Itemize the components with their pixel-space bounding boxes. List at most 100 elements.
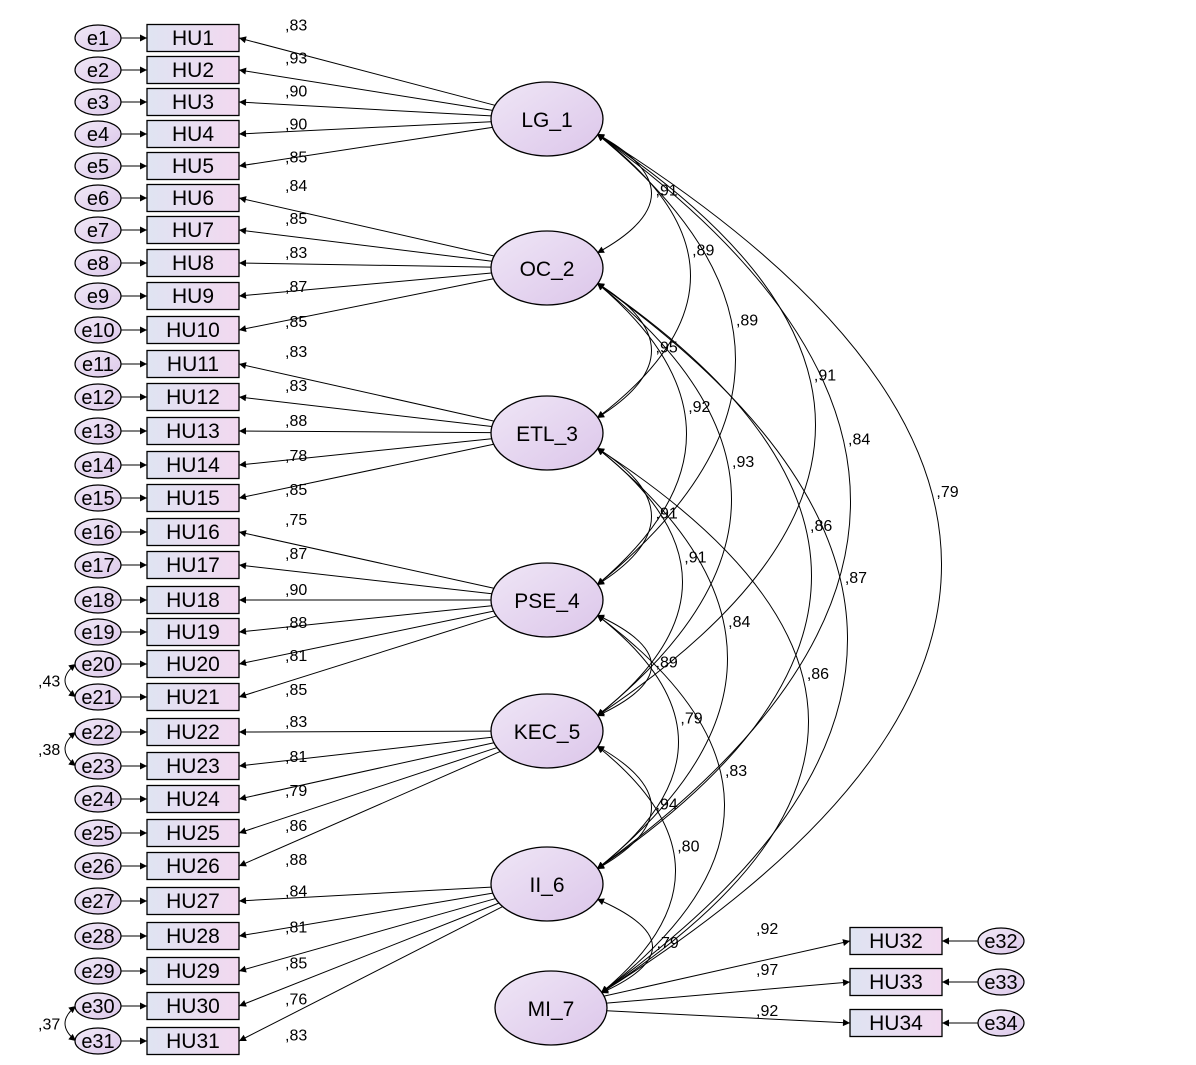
indicator-label: HU12 bbox=[166, 386, 220, 409]
indicator-label: HU33 bbox=[869, 971, 923, 994]
error-label: e33 bbox=[984, 972, 1017, 994]
loading-label: ,85 bbox=[285, 482, 307, 499]
error-label: e20 bbox=[81, 654, 114, 676]
indicator-label: HU30 bbox=[166, 995, 220, 1018]
loading-label: ,76 bbox=[285, 992, 307, 1009]
correlation-label: ,92 bbox=[688, 399, 710, 416]
loading-label: ,85 bbox=[285, 314, 307, 331]
indicator-label: HU26 bbox=[166, 855, 220, 878]
correlation-arc bbox=[596, 447, 683, 717]
indicator-label: HU16 bbox=[166, 521, 220, 544]
error-ellipse bbox=[74, 152, 122, 180]
loading-arrow bbox=[238, 750, 501, 867]
error-label: e8 bbox=[87, 253, 109, 275]
loading-arrow bbox=[238, 728, 492, 736]
correlation-label: ,91 bbox=[814, 367, 836, 384]
error-ellipse bbox=[977, 1009, 1025, 1037]
error-label: e22 bbox=[81, 722, 114, 744]
indicator-box bbox=[146, 281, 240, 311]
loading-label: ,83 bbox=[285, 714, 307, 731]
loading-arrow bbox=[238, 886, 492, 905]
indicator-box bbox=[146, 886, 240, 916]
loading-label: ,97 bbox=[756, 962, 778, 979]
indicator-box bbox=[146, 1026, 240, 1056]
error-ellipse bbox=[74, 1027, 122, 1055]
loading-label: ,85 bbox=[285, 149, 307, 166]
correlation-arc bbox=[596, 745, 652, 870]
error-covariance-arc bbox=[64, 663, 77, 698]
loading-label: ,88 bbox=[285, 413, 307, 430]
loading-arrow bbox=[238, 443, 494, 500]
indicator-box bbox=[146, 349, 240, 379]
indicator-box bbox=[146, 818, 240, 848]
indicator-label: HU13 bbox=[166, 420, 220, 443]
correlation-arc bbox=[596, 447, 728, 870]
error-label: e34 bbox=[984, 1013, 1017, 1035]
indicator-box bbox=[146, 23, 240, 53]
indicator-label: HU21 bbox=[166, 686, 220, 709]
error-ellipse bbox=[74, 56, 122, 84]
factor-label: II_6 bbox=[529, 874, 564, 897]
error-ellipse bbox=[74, 350, 122, 378]
correlation-label: ,89 bbox=[656, 655, 678, 672]
error-ellipse bbox=[74, 484, 122, 512]
correlation-arc bbox=[596, 133, 736, 586]
indicator-label: HU3 bbox=[172, 91, 214, 114]
loading-label: ,92 bbox=[756, 921, 778, 938]
indicator-box bbox=[146, 151, 240, 181]
loading-arrow bbox=[238, 227, 493, 262]
error-ellipse bbox=[74, 819, 122, 847]
error-ellipse bbox=[74, 518, 122, 546]
correlation-arc bbox=[596, 133, 942, 994]
indicator-box bbox=[146, 682, 240, 712]
correlation-arc bbox=[596, 133, 816, 717]
indicator-box bbox=[146, 55, 240, 85]
loading-arrow bbox=[238, 98, 492, 117]
indicator-label: HU10 bbox=[166, 319, 220, 342]
factor-label: KEC_5 bbox=[514, 721, 581, 744]
correlation-arc bbox=[596, 614, 652, 717]
indicator-label: HU4 bbox=[172, 123, 214, 146]
correlation-label: ,87 bbox=[845, 570, 867, 587]
error-label: e27 bbox=[81, 891, 114, 913]
indicator-box bbox=[146, 617, 240, 647]
indicator-label: HU23 bbox=[166, 755, 220, 778]
error-ellipse bbox=[74, 752, 122, 780]
factor-ellipse bbox=[494, 970, 608, 1046]
factor-ellipse bbox=[490, 562, 604, 638]
indicator-box bbox=[146, 450, 240, 480]
correlation-label: ,91 bbox=[656, 183, 678, 200]
loading-label: ,85 bbox=[285, 956, 307, 973]
indicator-label: HU24 bbox=[166, 788, 220, 811]
indicator-label: HU20 bbox=[166, 653, 220, 676]
loading-label: ,83 bbox=[285, 18, 307, 35]
error-ellipse bbox=[74, 718, 122, 746]
loading-label: ,81 bbox=[285, 648, 307, 665]
error-label: e4 bbox=[87, 124, 109, 146]
indicator-label: HU19 bbox=[166, 621, 220, 644]
loading-arrow bbox=[238, 427, 492, 435]
indicator-label: HU18 bbox=[166, 589, 220, 612]
indicator-label: HU31 bbox=[166, 1030, 220, 1053]
error-label: e23 bbox=[81, 756, 114, 778]
loading-arrow bbox=[238, 902, 500, 1007]
correlation-label: ,91 bbox=[684, 550, 706, 567]
indicator-label: HU32 bbox=[869, 930, 923, 953]
indicator-box bbox=[146, 585, 240, 615]
indicator-label: HU22 bbox=[166, 721, 220, 744]
loading-label: ,75 bbox=[285, 512, 307, 529]
indicator-box bbox=[849, 1008, 943, 1038]
correlation-label: ,89 bbox=[692, 242, 714, 259]
error-label: e25 bbox=[81, 823, 114, 845]
error-label: e19 bbox=[81, 622, 114, 644]
factor-label: LG_1 bbox=[521, 109, 572, 132]
error-label: e26 bbox=[81, 856, 114, 878]
correlation-arc bbox=[596, 282, 848, 994]
indicator-label: HU9 bbox=[172, 285, 214, 308]
loading-arrow bbox=[238, 67, 493, 111]
indicator-box bbox=[146, 87, 240, 117]
error-covariance-arc bbox=[64, 1005, 77, 1042]
indicator-box bbox=[146, 183, 240, 213]
loading-label: ,90 bbox=[285, 116, 307, 133]
error-ellipse bbox=[74, 650, 122, 678]
